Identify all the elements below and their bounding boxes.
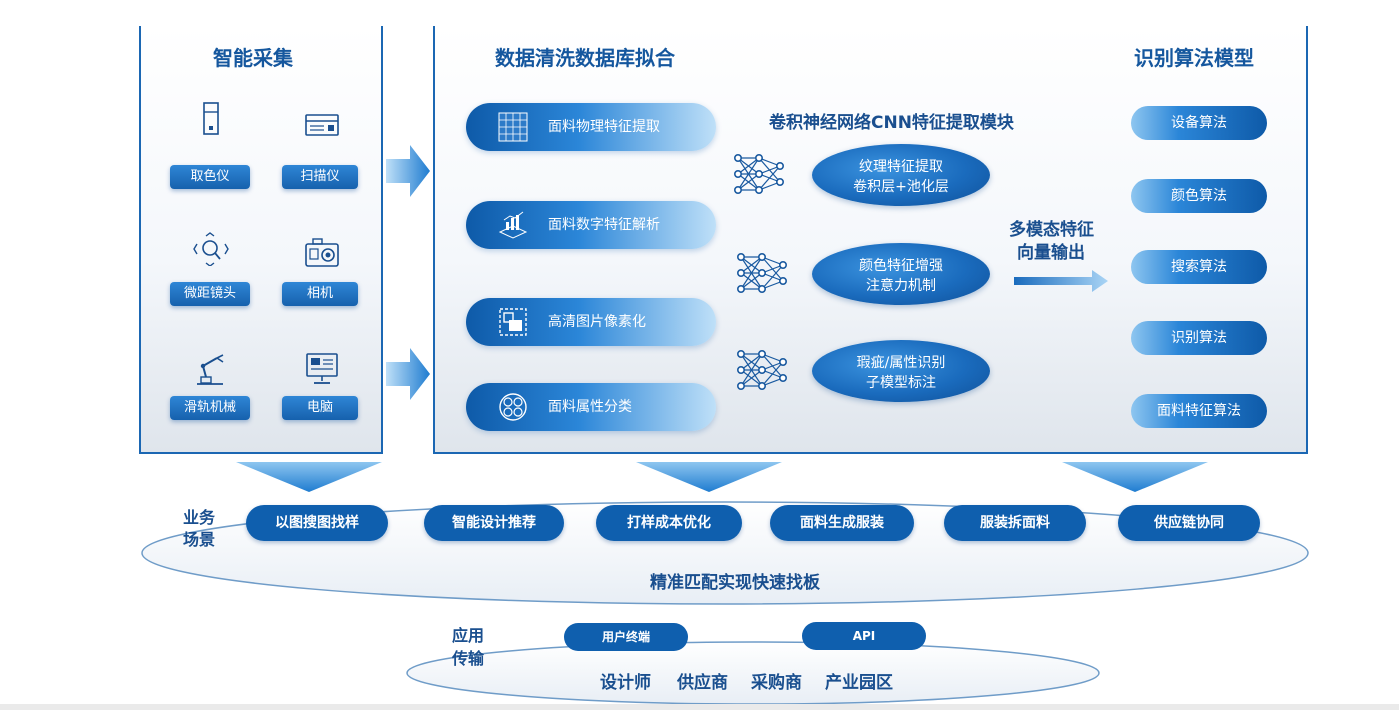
down-arrow-icon — [636, 462, 782, 492]
neural-network-icon — [736, 349, 787, 390]
algorithm-color[interactable]: 颜色算法 — [1131, 179, 1267, 213]
collect-panel — [139, 26, 383, 454]
step-digital-features[interactable]: 面料数字特征解析 — [466, 201, 716, 249]
channel-user-terminal[interactable]: 用户终端 — [564, 623, 688, 651]
feature-line2: 卷积层+池化层 — [853, 179, 949, 195]
scene-image-search[interactable]: 以图搜图找样 — [246, 505, 388, 541]
application-label-line1: 应用 — [452, 626, 485, 645]
output-line2: 向量输出 — [1017, 243, 1085, 263]
feature-line2: 注意力机制 — [866, 278, 936, 294]
device-label-camera[interactable]: 相机 — [282, 282, 358, 306]
step-label: 面料数字特征解析 — [548, 217, 660, 233]
step-label: 面料物理特征提取 — [548, 119, 660, 135]
feature-texture[interactable]: 纹理特征提取 卷积层+池化层 — [812, 144, 990, 206]
device-label-scanner[interactable]: 扫描仪 — [282, 165, 358, 189]
device-label-color-meter[interactable]: 取色仪 — [170, 165, 250, 189]
cnn-module-title: 卷积神经网络CNN特征提取模块 — [769, 113, 1014, 133]
algorithm-search[interactable]: 搜索算法 — [1131, 250, 1267, 284]
down-arrow-icon — [236, 462, 382, 492]
camera-icon — [305, 238, 339, 267]
feature-line2: 子模型标注 — [866, 375, 936, 391]
step-label: 高清图片像素化 — [548, 314, 646, 330]
collect-title: 智能采集 — [213, 46, 293, 70]
device-label-computer[interactable]: 电脑 — [282, 396, 358, 420]
computer-icon — [306, 353, 338, 384]
right-arrow-icon — [386, 145, 430, 197]
feature-color[interactable]: 颜色特征增强 注意力机制 — [812, 243, 990, 305]
feature-defect[interactable]: 瑕疵/属性识别 子模型标注 — [812, 340, 990, 402]
user-industrial-park: 产业园区 — [825, 673, 893, 693]
device-label-macro-lens[interactable]: 微距镜头 — [170, 282, 250, 306]
right-arrow-icon — [386, 348, 430, 400]
down-arrow-icon — [1062, 462, 1208, 492]
image-icon — [499, 308, 527, 336]
user-supplier: 供应商 — [677, 673, 728, 693]
user-designer: 设计师 — [600, 673, 651, 693]
algorithm-device[interactable]: 设备算法 — [1131, 106, 1267, 140]
chart-icon — [498, 211, 528, 239]
bottom-divider — [0, 704, 1399, 710]
scene-garment-to-fabric[interactable]: 服装拆面料 — [944, 505, 1086, 541]
application-label-line2: 传输 — [452, 649, 485, 668]
business-slogan: 精准匹配实现快速找板 — [650, 573, 820, 593]
algorithm-recognition[interactable]: 识别算法 — [1131, 321, 1267, 355]
grid-icon — [498, 112, 528, 142]
feature-line1: 纹理特征提取 — [859, 159, 943, 175]
macro-lens-icon — [193, 232, 229, 266]
neural-network-icon — [736, 252, 787, 293]
user-buyer: 采购商 — [751, 673, 802, 693]
scene-smart-design[interactable]: 智能设计推荐 — [424, 505, 564, 541]
scanner-icon — [305, 114, 339, 136]
algorithm-fabric-features[interactable]: 面料特征算法 — [1131, 394, 1267, 428]
output-line1: 多模态特征 — [1009, 220, 1094, 240]
step-physical-features[interactable]: 面料物理特征提取 — [466, 103, 716, 151]
step-attribute-classification[interactable]: 面料属性分类 — [466, 383, 716, 431]
scene-supply-chain[interactable]: 供应链协同 — [1118, 505, 1260, 541]
feature-line1: 瑕疵/属性识别 — [856, 355, 946, 371]
step-label: 面料属性分类 — [548, 399, 632, 415]
algorithms-title: 识别算法模型 — [1134, 46, 1254, 70]
business-label-line2: 场景 — [183, 530, 216, 549]
neural-network-icon — [733, 153, 784, 194]
robot-arm-icon — [197, 354, 224, 385]
scene-cost-optimize[interactable]: 打样成本优化 — [596, 505, 742, 541]
feature-line1: 颜色特征增强 — [859, 258, 943, 274]
output-arrow-icon — [1014, 270, 1108, 292]
step-pixelization[interactable]: 高清图片像素化 — [466, 298, 716, 346]
cleaning-title: 数据清洗数据库拟合 — [495, 46, 675, 70]
channel-api[interactable]: API — [802, 622, 926, 650]
business-label-line1: 业务 — [183, 508, 216, 527]
color-meter-icon — [203, 102, 219, 135]
scene-fabric-to-garment[interactable]: 面料生成服装 — [770, 505, 914, 541]
category-icon — [499, 393, 527, 421]
device-label-robot-arm[interactable]: 滑轨机械 — [170, 396, 250, 420]
